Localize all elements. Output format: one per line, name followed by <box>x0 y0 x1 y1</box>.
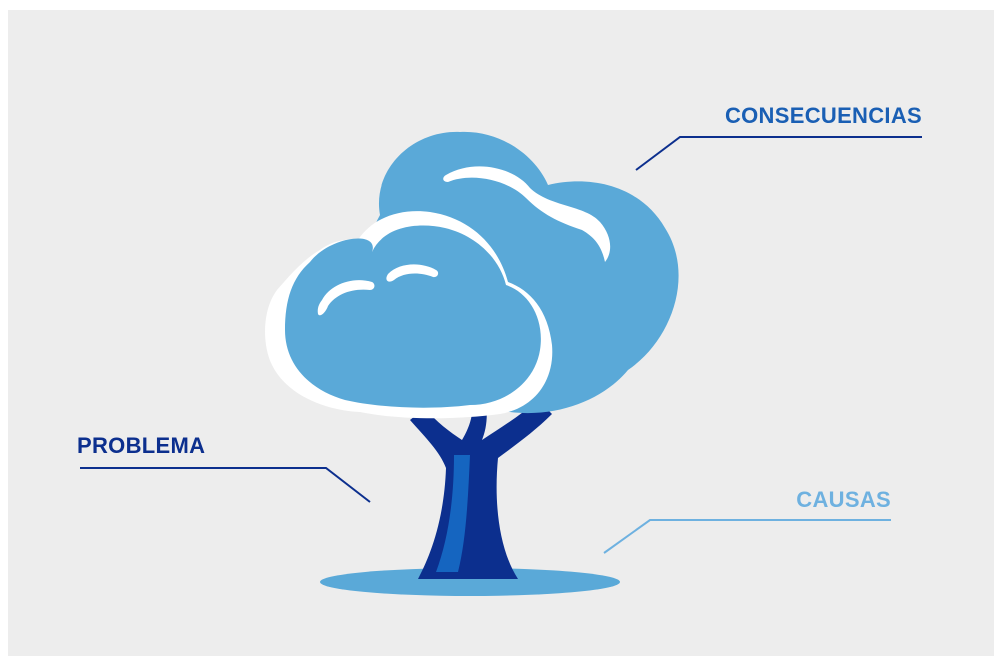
problem-label: PROBLEMA <box>77 433 206 458</box>
causes-leader-line <box>603 519 891 554</box>
tree-canopy-icon <box>265 131 679 419</box>
consequences-leader-line <box>635 136 922 171</box>
tree-trunk-icon <box>410 400 552 579</box>
ground-shadow <box>320 568 620 596</box>
problem-leader-line <box>80 467 371 503</box>
consequences-label: CONSECUENCIAS <box>724 103 922 128</box>
causes-label: CAUSAS <box>796 487 891 512</box>
